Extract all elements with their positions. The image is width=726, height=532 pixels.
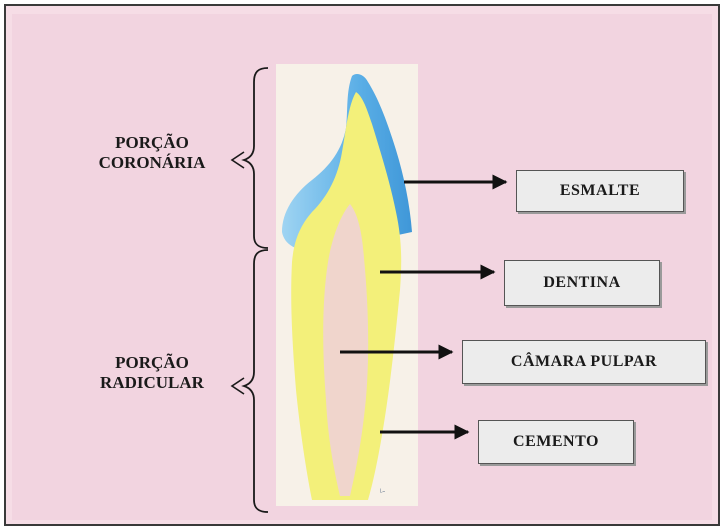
coronal-region-label: PORÇÃO CORONÁRIA (72, 133, 232, 173)
root-region-label: PORÇÃO RADICULAR (72, 353, 232, 393)
apex-mark: ᴸ᠊᠊ (380, 489, 386, 496)
root-label-line2: RADICULAR (72, 373, 232, 393)
root-brace (244, 250, 268, 512)
coronal-label-line2: CORONÁRIA (72, 153, 232, 173)
coronal-brace (244, 68, 268, 248)
enamel-label-box: ESMALTE (516, 170, 684, 212)
pulp-label-box: CÂMARA PULPAR (462, 340, 706, 384)
cementum-label-box: CEMENTO (478, 420, 634, 464)
root-label-line1: PORÇÃO (72, 353, 232, 373)
dentin-label-box: DENTINA (504, 260, 660, 306)
coronal-label-line1: PORÇÃO (72, 133, 232, 153)
